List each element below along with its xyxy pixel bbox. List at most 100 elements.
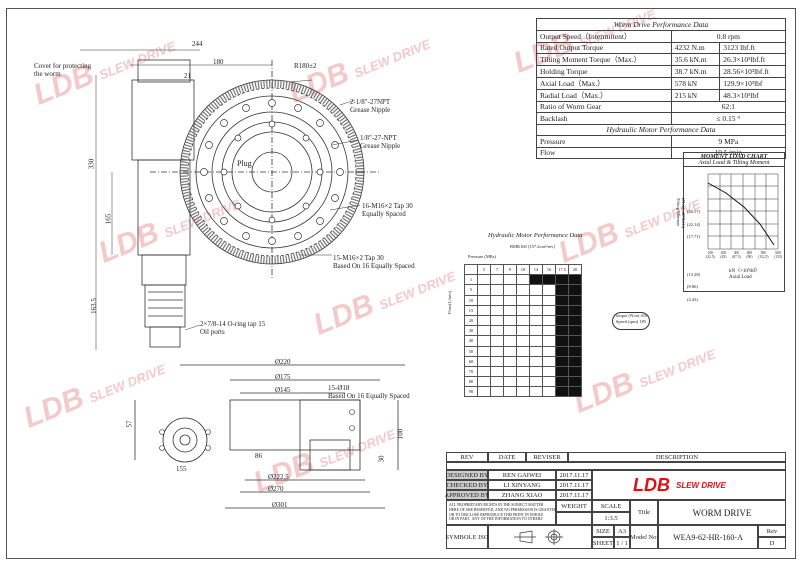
hyd-grid-cell xyxy=(542,314,556,327)
technical-drawing xyxy=(80,49,405,509)
hyd-callout: Torque (N.m) 410 Speed (rpm) 185 xyxy=(612,312,650,330)
dim-244: 244 xyxy=(192,40,203,48)
hyd-subtitle: BMR160 [157.2cm³/rev] xyxy=(510,244,555,249)
hyd-flow-cell: 10 xyxy=(464,294,478,306)
hyd-grid-cell xyxy=(477,314,491,327)
hyd-grid-cell xyxy=(503,304,517,316)
hyd-corner xyxy=(464,263,478,276)
hyd-pressure-cell: 9 xyxy=(503,263,517,276)
hyd-grid-cell xyxy=(568,345,582,357)
side-view-body xyxy=(229,399,361,451)
note-grease-nipple-2: 1/8"-27-NPT Grease Nipple xyxy=(360,134,401,150)
hyd-grid-cell xyxy=(555,304,569,316)
hyd-grid-cell xyxy=(568,325,582,337)
hyd-flow-cell: 60 xyxy=(464,355,478,367)
hyd-grid-cell xyxy=(555,355,569,367)
hyd-grid-cell xyxy=(529,284,543,296)
proprietary-note: ALL PROPRIETARY RIGHTS IN THE SUBJECT MA… xyxy=(446,500,557,525)
moment-chart-subtitle: Axial Load & Tilting Moment xyxy=(684,160,784,167)
hyd-grid-cell xyxy=(542,274,556,286)
dim-30: 30 xyxy=(377,455,386,463)
perf-title: Worm Drive Performance Data xyxy=(536,18,786,31)
hyd-grid-cell xyxy=(529,304,543,316)
note-oring: 2×7/8-14 O-ring tap 15 Oil ports xyxy=(200,320,266,336)
note-tap-m16-a: 16-M16×2 Tap 30 Equally Spaced xyxy=(362,202,413,218)
dim-86: 86 xyxy=(255,452,262,460)
hyd-flow-label: Flow(L/min) xyxy=(447,290,453,315)
hyd-flow-cell: 70 xyxy=(464,365,478,378)
note-grease-nipple-1: 2-1/8"-27NPT Grease Nipple xyxy=(350,98,391,114)
dim-21: 21 xyxy=(184,72,191,80)
moment-xlabel: kN（×10³lbf） Axial Load xyxy=(729,269,760,280)
hyd-grid-cell xyxy=(542,284,556,296)
hyd-grid-cell xyxy=(568,335,582,347)
hyd-grid-cell xyxy=(477,376,491,388)
hyd-grid-cell xyxy=(490,335,504,347)
hyd-pressure-cell: 7 xyxy=(490,263,504,276)
hyd-grid-cell xyxy=(490,345,504,357)
hyd-grid-cell xyxy=(490,284,504,296)
hyd-pressure-header: Pressure (MPa) xyxy=(468,254,496,259)
hyd-grid-cell xyxy=(516,284,530,296)
moment-chart-title: MOMENT LOAD CHART xyxy=(700,154,768,160)
dim-180: 180 xyxy=(213,58,224,66)
dim-165: 165 xyxy=(104,213,113,225)
hyd-grid-cell xyxy=(555,376,569,388)
hyd-grid-cell xyxy=(477,294,491,306)
hyd-grid-cell xyxy=(516,345,530,357)
hyd-grid-cell xyxy=(503,365,517,378)
hyd-grid-cell xyxy=(568,376,582,388)
hyd-grid-cell xyxy=(555,314,569,327)
hyd-grid-cell xyxy=(477,355,491,367)
hyd-grid-cell xyxy=(555,335,569,347)
dim-270: Ø270 xyxy=(268,485,284,493)
hyd-grid-cell xyxy=(516,304,530,316)
worm-end-view xyxy=(162,417,208,463)
hyd-grid-cell xyxy=(529,325,543,337)
hyd-flow-cell: 80 xyxy=(464,376,478,388)
speed-value: 0.8 rpm xyxy=(670,29,787,43)
hyd-grid-cell xyxy=(477,386,491,398)
hyd-grid-cell xyxy=(542,304,556,316)
title-block: REV DATE REVISER DESCRIPTION DESIGNED BY… xyxy=(445,452,786,549)
hyd-grid-cell xyxy=(503,294,517,306)
hyd-grid-cell xyxy=(503,284,517,296)
moment-x-ticks: 100 (22.5)200 (45)300 (67.5) 400 (90)500… xyxy=(706,251,782,259)
hydraulic-motor-chart: Hydraulic Motor Performance Data BMR160 … xyxy=(440,230,650,410)
dim-r180: R180±2 xyxy=(294,62,317,70)
dim-155: 155 xyxy=(176,465,187,473)
hyd-grid-cell xyxy=(503,314,517,327)
hyd-pressure-cell: 16 xyxy=(542,263,556,276)
hyd-grid-cell xyxy=(503,386,517,398)
hyd-grid-cell xyxy=(503,355,517,367)
hyd-grid-cell xyxy=(490,314,504,327)
hyd-grid-cell xyxy=(555,284,569,296)
hyd-grid-cell xyxy=(516,314,530,327)
note-holes: 15-Ø18 Based On 16 Equally Spaced xyxy=(328,384,410,400)
hyd-grid-cell xyxy=(503,325,517,337)
hyd-grid-cell xyxy=(503,345,517,357)
hyd-grid-cell xyxy=(516,325,530,337)
hyd-grid-cell xyxy=(529,345,543,357)
hyd-title: Hydraulic Motor Performance Data xyxy=(488,232,583,239)
hyd-grid-cell xyxy=(555,274,569,286)
hyd-grid-cell xyxy=(542,294,556,306)
hyd-grid-cell xyxy=(529,355,543,367)
tb-title: WORM DRIVE xyxy=(658,500,786,525)
iso-symbol xyxy=(488,525,592,549)
hyd-pressure-cell: 5 xyxy=(477,263,491,276)
hyd-grid-cell xyxy=(516,355,530,367)
hyd-grid-cell xyxy=(503,376,517,388)
hyd-pressure-cell: 17.5 xyxy=(555,263,569,276)
hyd-flow-cell: 40 xyxy=(464,335,478,347)
hyd-grid-cell xyxy=(555,386,569,398)
hyd-grid-cell xyxy=(490,325,504,337)
hyd-grid-cell xyxy=(529,376,543,388)
note-tap-m16-b: 15-M16×2 Tap 30 Based On 16 Equally Spac… xyxy=(333,254,415,270)
hyd-pressure-cell: 20 xyxy=(568,263,582,276)
hyd-flow-cell: 90 xyxy=(464,386,478,398)
dim-175: Ø175 xyxy=(275,373,291,381)
dim-100: 100 xyxy=(396,428,405,440)
moment-ylabel: kN.m(×10³lbf.ft) Tilting Moment xyxy=(676,197,687,229)
